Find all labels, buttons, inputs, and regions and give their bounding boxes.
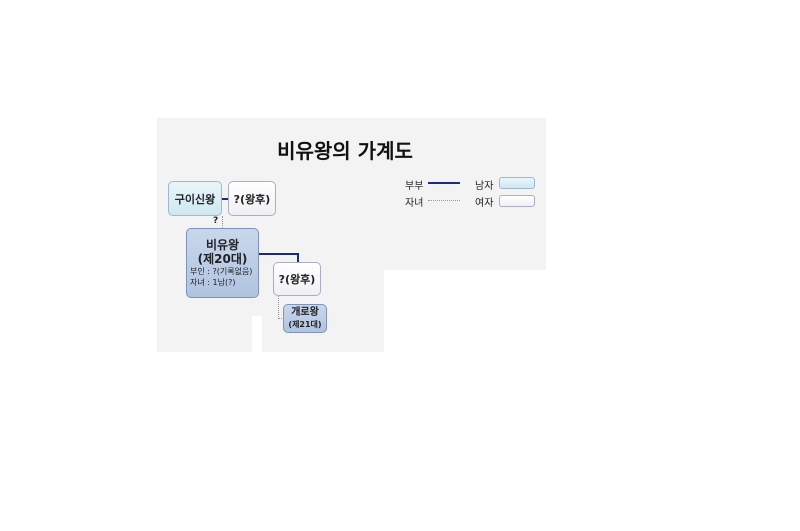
couple-line-king-h	[259, 253, 299, 255]
node-biyu-king[interactable]: 비유왕 (제20대) 부인 : ?(기록없음) 자녀 : 1남(?)	[186, 228, 259, 298]
legend-female-swatch	[499, 195, 535, 207]
white-patch	[252, 316, 262, 352]
node-father-queen[interactable]: ?(왕후)	[228, 181, 276, 216]
node-label: ?(왕후)	[233, 192, 271, 206]
child-line-king	[278, 296, 284, 319]
king-children: 자녀 : 1남(?)	[190, 278, 236, 287]
son-name: 개로왕	[291, 306, 319, 318]
child-line-father	[222, 216, 223, 228]
node-label: 구이신왕	[174, 192, 216, 206]
couple-line-father	[222, 198, 228, 200]
legend-couple-label: 부부	[405, 181, 424, 192]
legend-female-label: 여자	[475, 198, 494, 209]
couple-line-king-v	[297, 253, 299, 262]
legend-male-label: 남자	[475, 181, 494, 192]
node-queen[interactable]: ?(왕후)	[273, 262, 321, 296]
legend-male-swatch	[499, 177, 535, 189]
king-generation: (제20대)	[197, 252, 248, 266]
node-label: ?(왕후)	[278, 273, 316, 286]
node-guisin-king[interactable]: 구이신왕	[168, 181, 222, 216]
legend-couple-line	[428, 182, 460, 184]
page-title: 비유왕의 가계도	[277, 139, 413, 163]
son-generation: (제21대)	[288, 319, 322, 329]
legend-child-line	[428, 200, 460, 201]
king-spouse: 부인 : ?(기록없음)	[190, 267, 253, 276]
king-name: 비유왕	[205, 238, 240, 252]
unknown-link-label: ?	[213, 216, 219, 226]
legend-child-label: 자녀	[405, 198, 424, 209]
node-gaero-king[interactable]: 개로왕 (제21대)	[283, 304, 327, 333]
